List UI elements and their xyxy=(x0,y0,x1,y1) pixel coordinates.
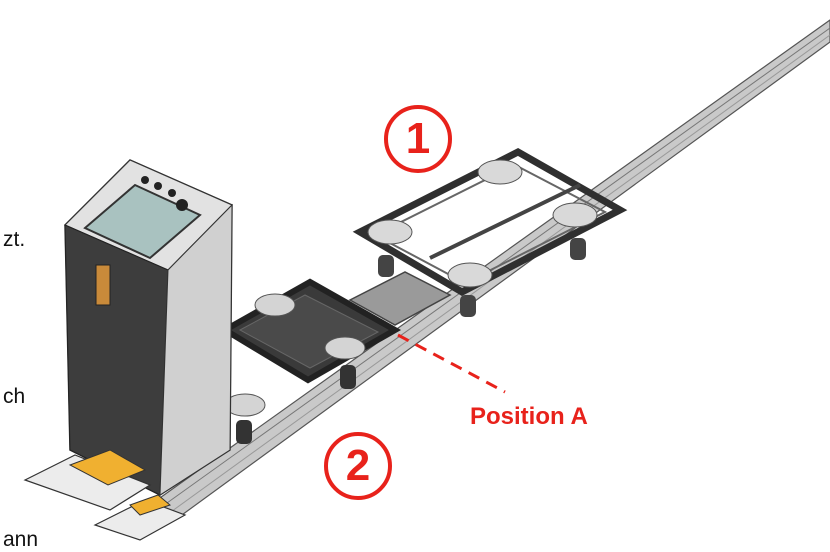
measurement-device xyxy=(63,159,234,496)
callout-1: 1 xyxy=(384,105,452,173)
cart-2 xyxy=(219,278,402,444)
cropped-text-fragment-3: ann xyxy=(3,528,39,551)
cropped-text-fragment-1: zt. xyxy=(3,228,26,251)
cart-1 xyxy=(352,148,628,317)
callout-2: 2 xyxy=(324,432,392,500)
position-a-label: Position A xyxy=(470,403,588,430)
cropped-text-fragment-2: ch xyxy=(3,385,26,408)
base-plates xyxy=(23,449,187,541)
position-a-pointer xyxy=(397,333,506,394)
carriage-plate xyxy=(348,271,452,326)
